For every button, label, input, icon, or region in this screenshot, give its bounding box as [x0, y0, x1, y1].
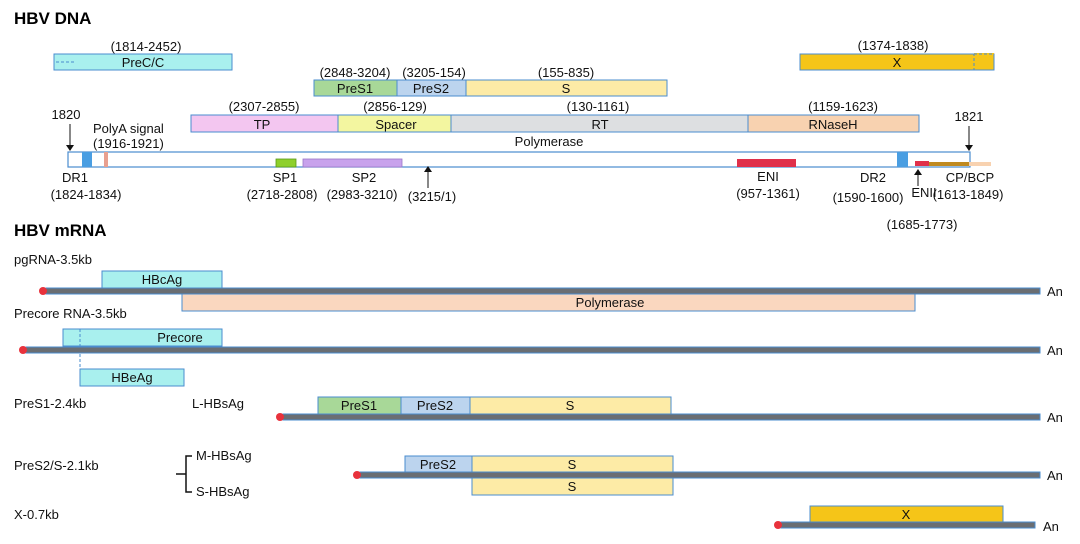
rnaseh-box	[747, 114, 920, 133]
x-range: (1374-1838)	[858, 38, 929, 53]
spacer-range: (2856-129)	[363, 99, 427, 114]
pos-1820: 1820	[52, 107, 81, 122]
precore-box	[62, 328, 223, 347]
mrna-s-text-a: S	[566, 398, 575, 413]
sp2-range: (2983-3210)	[327, 187, 398, 202]
precore-label: Precore	[157, 330, 203, 345]
mrna-title: HBV mRNA	[14, 221, 107, 240]
s-range: (155-835)	[538, 65, 594, 80]
dr2-label: DR2	[860, 170, 886, 185]
x-rna-label: X-0.7kb	[14, 507, 59, 522]
genome-bar	[67, 151, 971, 168]
mrna-pres2-text-b: PreS2	[420, 457, 456, 472]
eni-mark	[737, 159, 796, 167]
sp1-mark	[275, 158, 297, 168]
pres2-label: PreS2	[413, 81, 449, 96]
dr1-mark	[82, 152, 92, 167]
enii-label: ENII	[911, 185, 936, 200]
cpbcp-mark	[929, 162, 969, 166]
sp2-label: SP2	[352, 170, 377, 185]
pgrna-line	[45, 287, 1041, 295]
pres1-an: An	[1047, 410, 1063, 425]
pres2s-rna-label: PreS2/S-2.1kb	[14, 458, 99, 473]
pres1-cap	[276, 413, 284, 421]
pres2s-cap	[353, 471, 361, 479]
eni-range: (957-1361)	[736, 186, 800, 201]
hbeag-box	[79, 368, 185, 387]
polya-label: PolyA signal	[93, 121, 164, 136]
hbeag-label: HBeAg	[111, 370, 152, 385]
s-label: S	[562, 81, 571, 96]
mrna-x-text: X	[902, 507, 911, 522]
pgrna-an: An	[1047, 284, 1063, 299]
mrna-s-box-c	[471, 477, 674, 496]
cpbcp-range: (1613-1849)	[933, 187, 1004, 202]
l-hbsag-label: L-HBsAg	[192, 396, 244, 411]
tp-range: (2307-2855)	[229, 99, 300, 114]
mrna-s-text-b: S	[568, 457, 577, 472]
pgrna-cap	[39, 287, 47, 295]
x-label: X	[893, 55, 902, 70]
dr2-range: (1590-1600)	[833, 190, 904, 205]
enii-range: (1685-1773)	[887, 217, 958, 232]
s-hbsag-label: S-HBsAg	[196, 484, 249, 499]
eni-label: ENI	[757, 169, 779, 184]
sp1-label: SP1	[273, 170, 298, 185]
x-an: An	[1043, 519, 1059, 534]
pgrna-label: pgRNA-3.5kb	[14, 252, 92, 267]
precore-an: An	[1047, 343, 1063, 358]
dr1-range: (1824-1834)	[51, 187, 122, 202]
dr2-mark	[897, 152, 908, 167]
polymerase-label: Polymerase	[515, 134, 584, 149]
spacer-label: Spacer	[375, 117, 417, 132]
precore-line	[25, 346, 1041, 354]
mrna-s-text-c: S	[568, 479, 577, 494]
tp-label: TP	[254, 117, 271, 132]
pres1-label: PreS1	[337, 81, 373, 96]
dr1-label: DR1	[62, 170, 88, 185]
pres2-range: (3205-154)	[402, 65, 466, 80]
mrna-pres2-text-a: PreS2	[417, 398, 453, 413]
sp2-mark	[302, 158, 403, 168]
rt-range: (130-1161)	[567, 99, 630, 114]
pres1-range: (2848-3204)	[320, 65, 391, 80]
precc-box	[53, 53, 233, 71]
precore-rna-label: Precore RNA-3.5kb	[14, 306, 127, 321]
precc-label: PreC/C	[122, 55, 165, 70]
x-cap	[774, 521, 782, 529]
pgrna-polymerase-box	[181, 293, 916, 312]
rnaseh-range: (1159-1623)	[808, 99, 878, 114]
cpbcp-label: CP/BCP	[946, 170, 994, 185]
pres2s-line	[359, 471, 1041, 479]
mrna-pres1-text: PreS1	[341, 398, 377, 413]
rt-label: RT	[591, 117, 608, 132]
polya-mark	[104, 152, 108, 167]
x-line	[780, 521, 1036, 529]
pres1-rna-label: PreS1-2.4kb	[14, 396, 86, 411]
pres2s-an: An	[1047, 468, 1063, 483]
enii-mark	[915, 161, 929, 166]
dna-title: HBV DNA	[14, 9, 91, 28]
precc-range: (1814-2452)	[111, 39, 182, 54]
s-box	[465, 79, 668, 97]
pres1-line	[282, 413, 1041, 421]
rnaseh-label: RNaseH	[808, 117, 857, 132]
pos-1821: 1821	[955, 109, 984, 124]
x-dash	[973, 53, 995, 71]
pgrna-hbcag-label: HBcAg	[142, 272, 182, 287]
polya-range: (1916-1921)	[93, 136, 164, 151]
pgrna-polymerase-label: Polymerase	[576, 295, 645, 310]
m-hbsag-label: M-HBsAg	[196, 448, 252, 463]
sp1-range: (2718-2808)	[247, 187, 318, 202]
junction-label: (3215/1)	[408, 189, 456, 204]
protein-bracket	[176, 455, 192, 493]
precore-cap	[19, 346, 27, 354]
